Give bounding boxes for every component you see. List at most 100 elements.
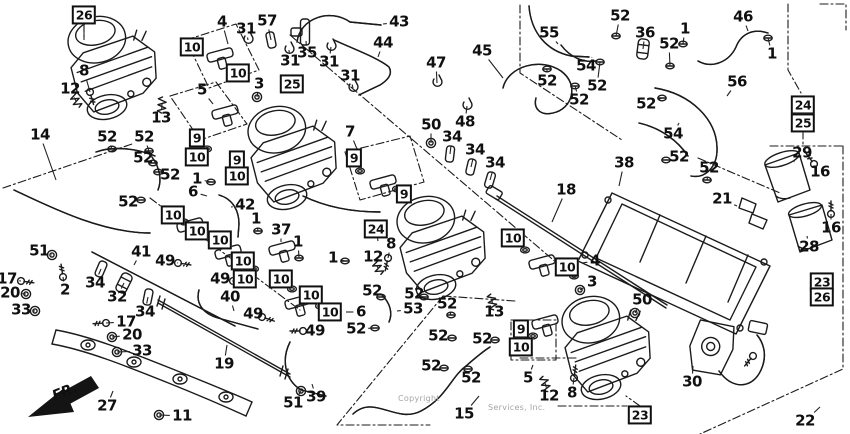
intake-funnel-29 bbox=[764, 149, 811, 203]
leader-line bbox=[726, 90, 732, 97]
part-label-34-92: 34 bbox=[135, 302, 155, 321]
part-label-28-84: 28 bbox=[799, 237, 819, 256]
part-label-10-7: 10 bbox=[179, 37, 205, 57]
part-label-24-54: 24 bbox=[790, 95, 816, 115]
leader-line bbox=[572, 377, 575, 385]
part-label-1-70: 1 bbox=[293, 232, 303, 251]
part-label-31-28: 31 bbox=[340, 66, 360, 85]
part-label-35-25: 35 bbox=[297, 43, 317, 62]
leader-line bbox=[231, 305, 235, 312]
part-label-10-64: 10 bbox=[232, 269, 258, 289]
part-label-10-61: 10 bbox=[207, 230, 233, 250]
part-label-34-35: 34 bbox=[465, 140, 485, 159]
part-label-1-57: 1 bbox=[251, 209, 261, 228]
part-label-23-128: 23 bbox=[627, 405, 653, 425]
leader-line bbox=[340, 259, 346, 262]
leader-line bbox=[682, 37, 685, 45]
part-label-57-10: 57 bbox=[257, 11, 277, 30]
part-label-52-41: 52 bbox=[537, 71, 557, 90]
part-label-29-81: 29 bbox=[792, 143, 812, 162]
part-label-52-50: 52 bbox=[569, 90, 589, 109]
part-label-52-21: 52 bbox=[160, 165, 180, 184]
part-label-30-127: 30 bbox=[682, 372, 702, 391]
part-label-52-6: 52 bbox=[134, 127, 154, 146]
leader-line bbox=[256, 227, 259, 232]
part-label-52-20: 52 bbox=[133, 148, 153, 167]
throttle-sensor bbox=[689, 319, 769, 376]
part-label-2-89: 2 bbox=[60, 280, 70, 299]
part-label-10-11: 10 bbox=[225, 63, 251, 83]
leader-line bbox=[767, 37, 771, 46]
leader-line bbox=[813, 406, 821, 413]
leader-line bbox=[224, 344, 228, 356]
leader-line bbox=[387, 252, 390, 259]
part-label-52-78: 52 bbox=[669, 147, 689, 166]
part-label-1-47: 1 bbox=[767, 44, 777, 63]
leader-line bbox=[470, 158, 474, 168]
part-label-45-31: 45 bbox=[472, 41, 492, 60]
leader-line bbox=[146, 145, 150, 152]
part-label-31-9: 31 bbox=[236, 19, 256, 38]
fuel-rail-bracket bbox=[51, 329, 253, 417]
leader-line bbox=[376, 265, 379, 269]
leader-line bbox=[574, 85, 578, 92]
part-label-20-97: 20 bbox=[122, 325, 142, 344]
part-label-6-106: 6 bbox=[356, 302, 366, 321]
part-label-25-55: 25 bbox=[790, 113, 816, 133]
part-label-7-37: 7 bbox=[345, 122, 355, 141]
part-label-6-19: 6 bbox=[188, 182, 198, 201]
part-label-13-4: 13 bbox=[151, 108, 171, 127]
leader-line bbox=[42, 143, 57, 181]
part-label-31-26: 31 bbox=[280, 51, 300, 70]
part-label-10-104: 10 bbox=[298, 285, 324, 305]
part-label-25-29: 25 bbox=[279, 74, 305, 94]
part-label-49-63: 49 bbox=[155, 251, 175, 270]
part-label-52-119: 52 bbox=[461, 368, 481, 387]
part-label-1-18: 1 bbox=[192, 169, 202, 188]
part-label-52-118: 52 bbox=[421, 356, 441, 375]
part-label-52-5: 52 bbox=[97, 127, 117, 146]
leader-line bbox=[62, 276, 65, 282]
leader-line bbox=[204, 180, 212, 183]
leader-line bbox=[530, 364, 534, 370]
part-label-50-33: 50 bbox=[421, 115, 441, 134]
part-label-49-100: 49 bbox=[243, 304, 263, 323]
watermark-text: Copyright bbox=[398, 394, 440, 403]
part-label-43-23: 43 bbox=[389, 12, 409, 31]
part-label-55-40: 55 bbox=[539, 23, 559, 42]
part-label-10-105: 10 bbox=[317, 302, 343, 322]
part-label-9-14: 9 bbox=[188, 128, 206, 148]
part-label-37-58: 37 bbox=[271, 220, 291, 239]
part-label-47-30: 47 bbox=[426, 53, 446, 72]
linkage-levers-21 bbox=[738, 197, 768, 230]
part-label-15-120: 15 bbox=[454, 404, 474, 423]
part-label-51-112: 51 bbox=[283, 393, 303, 412]
part-label-52-44: 52 bbox=[659, 34, 679, 53]
leader-line bbox=[377, 51, 381, 58]
part-label-14-3: 14 bbox=[30, 125, 50, 144]
part-label-4-8: 4 bbox=[217, 12, 227, 31]
part-label-17-93: 17 bbox=[0, 269, 17, 288]
part-label-26-0: 26 bbox=[71, 5, 97, 25]
leader-line bbox=[555, 41, 559, 45]
part-label-53-111: 53 bbox=[403, 299, 423, 318]
part-label-10-17: 10 bbox=[224, 166, 250, 186]
part-label-4-75: 4 bbox=[590, 251, 600, 270]
leader-line bbox=[470, 395, 480, 406]
part-label-12-2: 12 bbox=[60, 79, 80, 98]
part-label-3-76: 3 bbox=[587, 272, 597, 291]
part-label-11-103: 11 bbox=[172, 406, 192, 425]
assembly-frames bbox=[2, 3, 847, 434]
leader-line bbox=[98, 268, 102, 275]
part-label-52-108: 52 bbox=[346, 319, 366, 338]
leader-line bbox=[449, 145, 452, 155]
leader-line bbox=[73, 97, 77, 102]
leader-line bbox=[111, 335, 120, 338]
leader-line bbox=[109, 390, 114, 398]
part-label-19-101: 19 bbox=[214, 354, 234, 373]
part-label-52-22: 52 bbox=[118, 192, 138, 211]
leader-line bbox=[311, 383, 314, 389]
leader-line bbox=[110, 145, 113, 150]
part-label-51-87: 51 bbox=[29, 241, 49, 260]
leader-line bbox=[544, 382, 547, 388]
